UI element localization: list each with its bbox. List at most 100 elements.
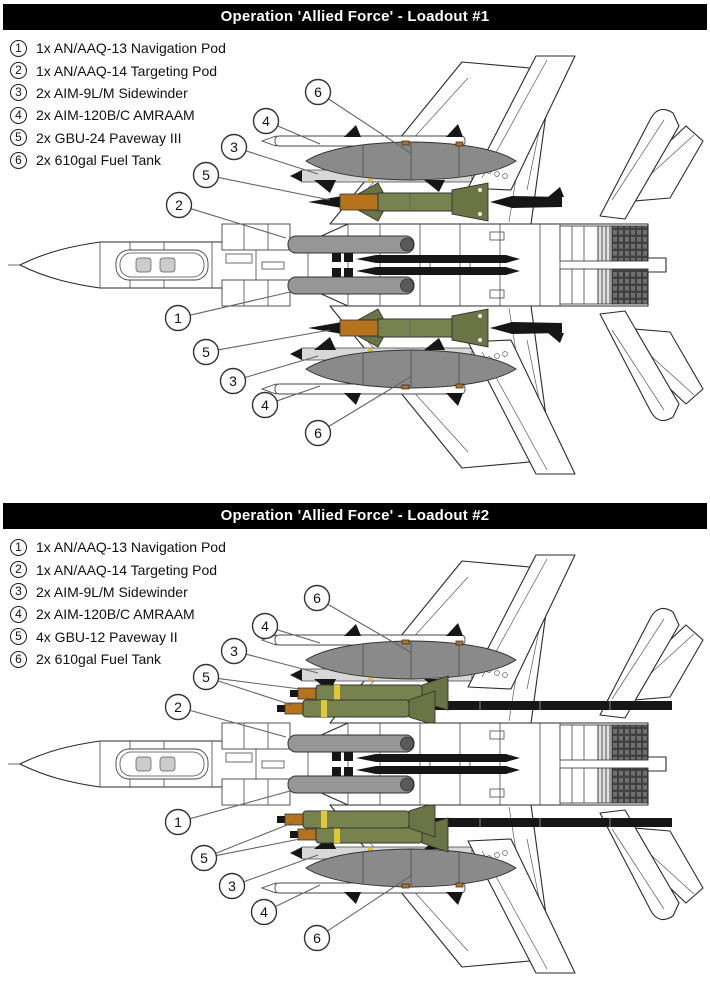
legend-number-badge: 1 (10, 538, 27, 556)
callout-3: 3 (220, 637, 248, 665)
legend-label: 1x AN/AAQ-13 Navigation Pod (36, 40, 226, 57)
fuselage-side-stores (221, 223, 520, 263)
callout-2: 2 (164, 693, 192, 721)
svg-text:3: 3 (228, 878, 236, 894)
svg-text:4: 4 (260, 904, 268, 920)
fuel-tank (305, 349, 517, 390)
svg-text:6: 6 (314, 425, 322, 441)
callout-leader-line (244, 355, 319, 379)
svg-text:4: 4 (262, 113, 270, 129)
fuselage-side-stores (221, 267, 520, 307)
conformal-missile (332, 752, 520, 762)
callout-leader-line (216, 838, 301, 857)
callout-leader-line (245, 150, 319, 175)
gbu-12-bombs-and-rail (277, 802, 672, 853)
callout-leader-line (189, 790, 291, 820)
conformal-missile (332, 267, 520, 277)
callout-leader-line (276, 629, 321, 644)
conformal-missile (332, 253, 520, 263)
wing-tail-and-stores (260, 55, 704, 225)
wing-tail-and-stores (260, 305, 704, 475)
callout-leader-line (328, 375, 413, 427)
legend-number-badge: 2 (10, 561, 27, 579)
legend-item: 1 1x AN/AAQ-13 Navigation Pod (10, 536, 226, 558)
legend-number-badge: 1 (10, 39, 27, 57)
legend-number-badge: 4 (10, 106, 27, 124)
svg-text:4: 4 (261, 397, 269, 413)
callout-leader-line (276, 385, 321, 402)
callout-1: 1 (164, 304, 192, 332)
svg-text:1: 1 (174, 310, 182, 326)
legend-item: 1 1x AN/AAQ-13 Navigation Pod (10, 37, 226, 59)
callout-leader-line (218, 176, 331, 201)
legend-label: 2x AIM-9L/M Sidewinder (36, 583, 188, 600)
legend-label: 2x AIM-120B/C AMRAAM (36, 107, 195, 124)
wing-tail-and-stores (260, 554, 704, 726)
legend-label: 2x 610gal Fuel Tank (36, 152, 162, 169)
wing-tail-and-stores (260, 802, 704, 974)
callout-6: 6 (304, 419, 332, 447)
callout-leader-line (189, 709, 287, 738)
legend-label: 1x AN/AAQ-13 Navigation Pod (36, 539, 226, 556)
svg-text:2: 2 (174, 699, 182, 715)
legend-label: 2x AIM-9L/M Sidewinder (36, 84, 188, 101)
callout-leader-line (328, 98, 413, 155)
callout-leader-line (215, 822, 293, 854)
callout-5: 5 (192, 161, 220, 189)
callout-leader-line (218, 678, 301, 690)
conformal-missile (332, 766, 520, 776)
fuselage-side-stores (221, 722, 520, 762)
callout-leader-line (245, 653, 319, 674)
svg-text:1: 1 (174, 814, 182, 830)
engine-nozzles (559, 225, 649, 305)
callout-leader-line (327, 874, 413, 932)
callout-leader-line (217, 680, 293, 706)
targeting-pod (221, 223, 415, 254)
legend-label: 1x AN/AAQ-14 Targeting Pod (36, 62, 218, 79)
svg-text:5: 5 (202, 669, 210, 685)
callout-5: 5 (192, 663, 220, 691)
callout-leader-line (275, 884, 321, 908)
callout-6: 6 (303, 924, 331, 952)
svg-text:6: 6 (313, 590, 321, 606)
gbu-24-bomb (308, 182, 564, 222)
vertical-tail-outer (599, 310, 680, 422)
svg-text:3: 3 (230, 643, 238, 659)
targeting-pod (221, 722, 415, 753)
callout-4: 4 (250, 898, 278, 926)
svg-text:5: 5 (202, 167, 210, 183)
svg-text:6: 6 (313, 930, 321, 946)
callout-5: 5 (190, 844, 218, 872)
fuel-tank (305, 140, 517, 181)
engine-nozzles (559, 724, 649, 804)
callout-3: 3 (219, 367, 247, 395)
callout-4: 4 (252, 107, 280, 135)
callout-leader-line (327, 603, 413, 654)
svg-text:5: 5 (202, 344, 210, 360)
svg-text:6: 6 (314, 84, 322, 100)
svg-text:5: 5 (200, 850, 208, 866)
legend-number-badge: 5 (10, 628, 27, 646)
fuel-tank (305, 639, 517, 680)
legend-label: 2x 610gal Fuel Tank (36, 651, 162, 668)
legend-label: 2x AIM-120B/C AMRAAM (36, 606, 195, 623)
callout-1: 1 (164, 808, 192, 836)
callout-leader-line (218, 329, 331, 351)
callout-3: 3 (220, 133, 248, 161)
callout-4: 4 (251, 612, 279, 640)
